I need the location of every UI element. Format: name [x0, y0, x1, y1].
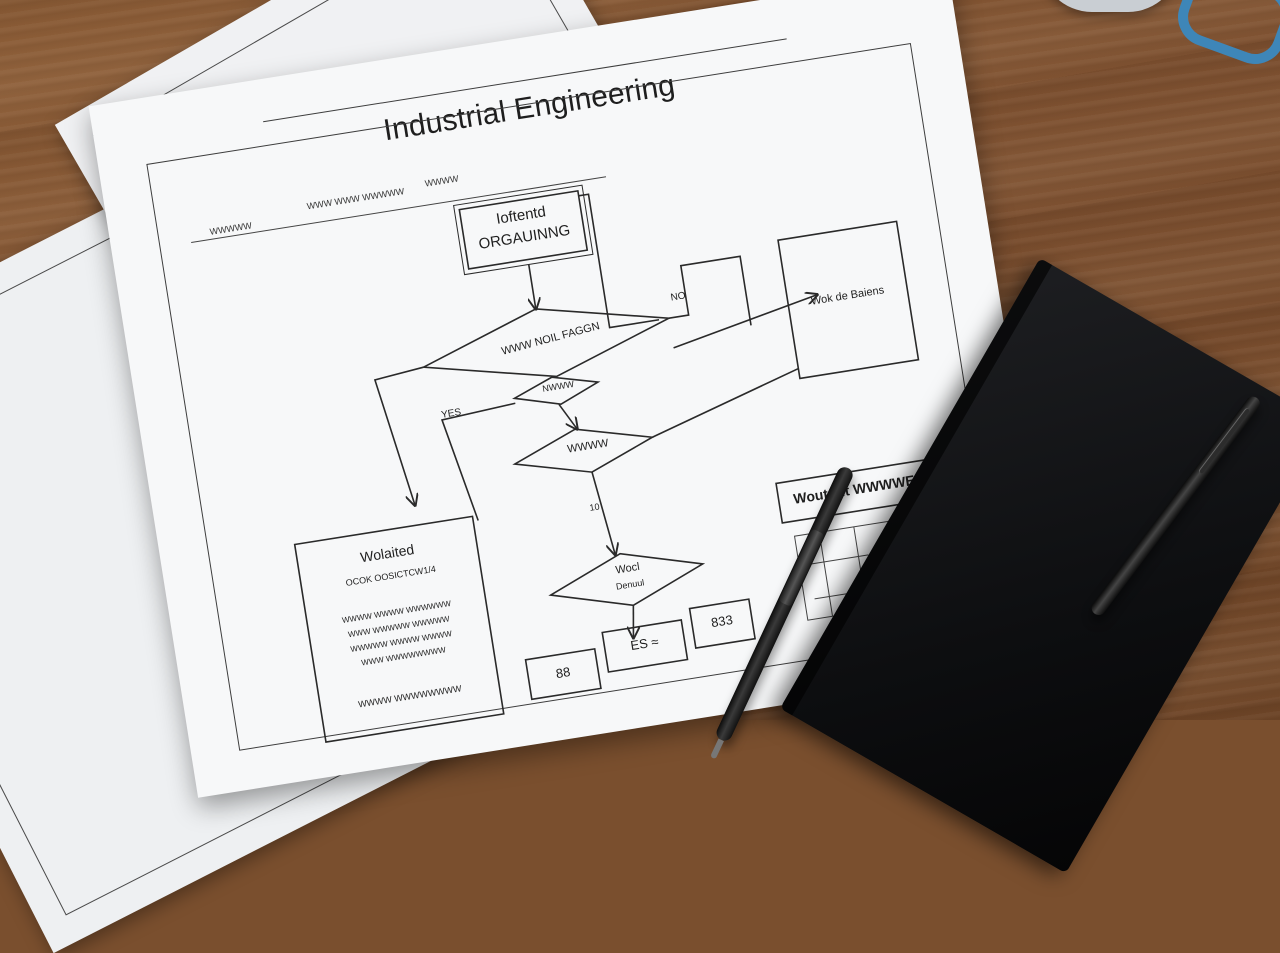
small-label: 10: [588, 501, 601, 513]
connector: [668, 255, 752, 326]
decision-2: [512, 376, 601, 405]
decision-4: [548, 552, 706, 607]
connector: [529, 264, 536, 308]
connector: [591, 471, 615, 557]
connector: [558, 403, 577, 431]
connector: [373, 366, 424, 508]
box-c: [601, 619, 689, 673]
box-b: [524, 647, 602, 701]
start-box: [458, 189, 589, 270]
right-box: [777, 220, 920, 380]
connector: [578, 193, 660, 329]
connector: [628, 605, 638, 637]
decision-3: [512, 428, 655, 473]
connector: [673, 295, 822, 349]
coffee-mug: [1040, 0, 1180, 12]
connector: [651, 367, 799, 438]
connector: [440, 402, 516, 521]
no-label: NO: [669, 290, 687, 304]
box-d: [688, 598, 756, 649]
